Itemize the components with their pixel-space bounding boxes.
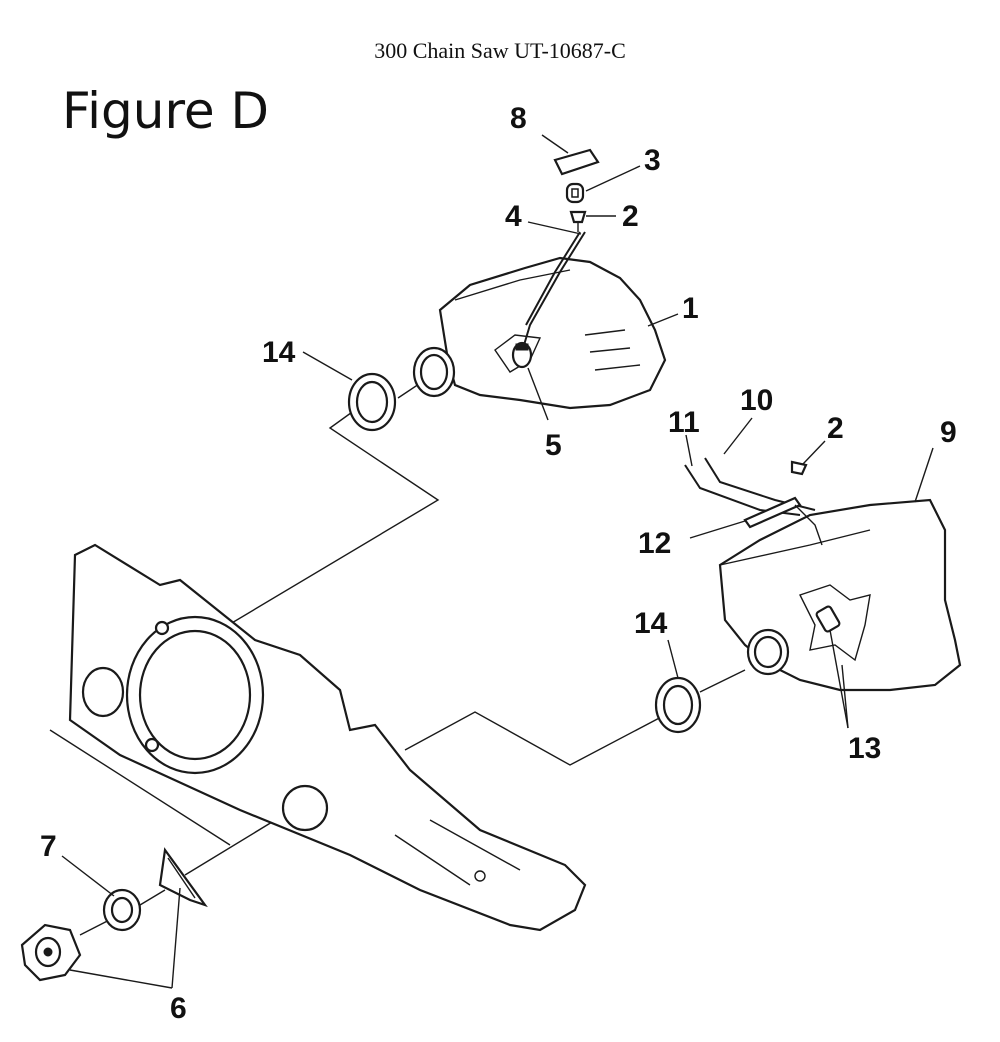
part-2-valve-lower [790, 460, 808, 476]
callouts: 8 3 2 4 1 14 5 10 11 2 9 12 14 13 7 6 [40, 102, 957, 1025]
callout-8: 8 [510, 102, 527, 135]
callout-9: 9 [940, 416, 957, 449]
callout-14-upper: 14 [262, 336, 296, 369]
main-housing [68, 543, 587, 932]
callout-3: 3 [644, 144, 661, 177]
callout-10: 10 [740, 384, 773, 417]
part-5-fitting [511, 341, 533, 369]
figure-title: Figure D [62, 82, 270, 140]
part-6-knob [20, 923, 82, 982]
part-3-grommet [565, 182, 585, 204]
part-7-washer [102, 888, 142, 932]
part-14-seal-lower [654, 628, 790, 734]
part-4-hose [523, 231, 586, 346]
part-12-clamp [743, 496, 823, 546]
callout-11: 11 [668, 406, 700, 439]
part-6-bracket [158, 847, 208, 908]
part-8-filter [553, 148, 600, 176]
part-1-tank [438, 256, 667, 410]
callout-2-lower: 2 [827, 412, 844, 445]
document-header: 300 Chain Saw UT-10687-C [374, 38, 626, 63]
callout-1: 1 [682, 292, 699, 325]
callout-5: 5 [545, 429, 562, 462]
leader-lines [61, 134, 934, 989]
part-2-valve [569, 210, 587, 232]
assembly-lines [49, 379, 746, 936]
callout-2-upper: 2 [622, 200, 639, 233]
callout-12: 12 [638, 527, 671, 560]
callout-7: 7 [40, 830, 57, 863]
callout-6: 6 [170, 992, 187, 1025]
part-14-seal-upper [347, 346, 456, 432]
callout-14-lower: 14 [634, 607, 668, 640]
callout-4: 4 [505, 200, 522, 233]
part-13-fitting [815, 605, 841, 633]
callout-13: 13 [848, 732, 881, 765]
